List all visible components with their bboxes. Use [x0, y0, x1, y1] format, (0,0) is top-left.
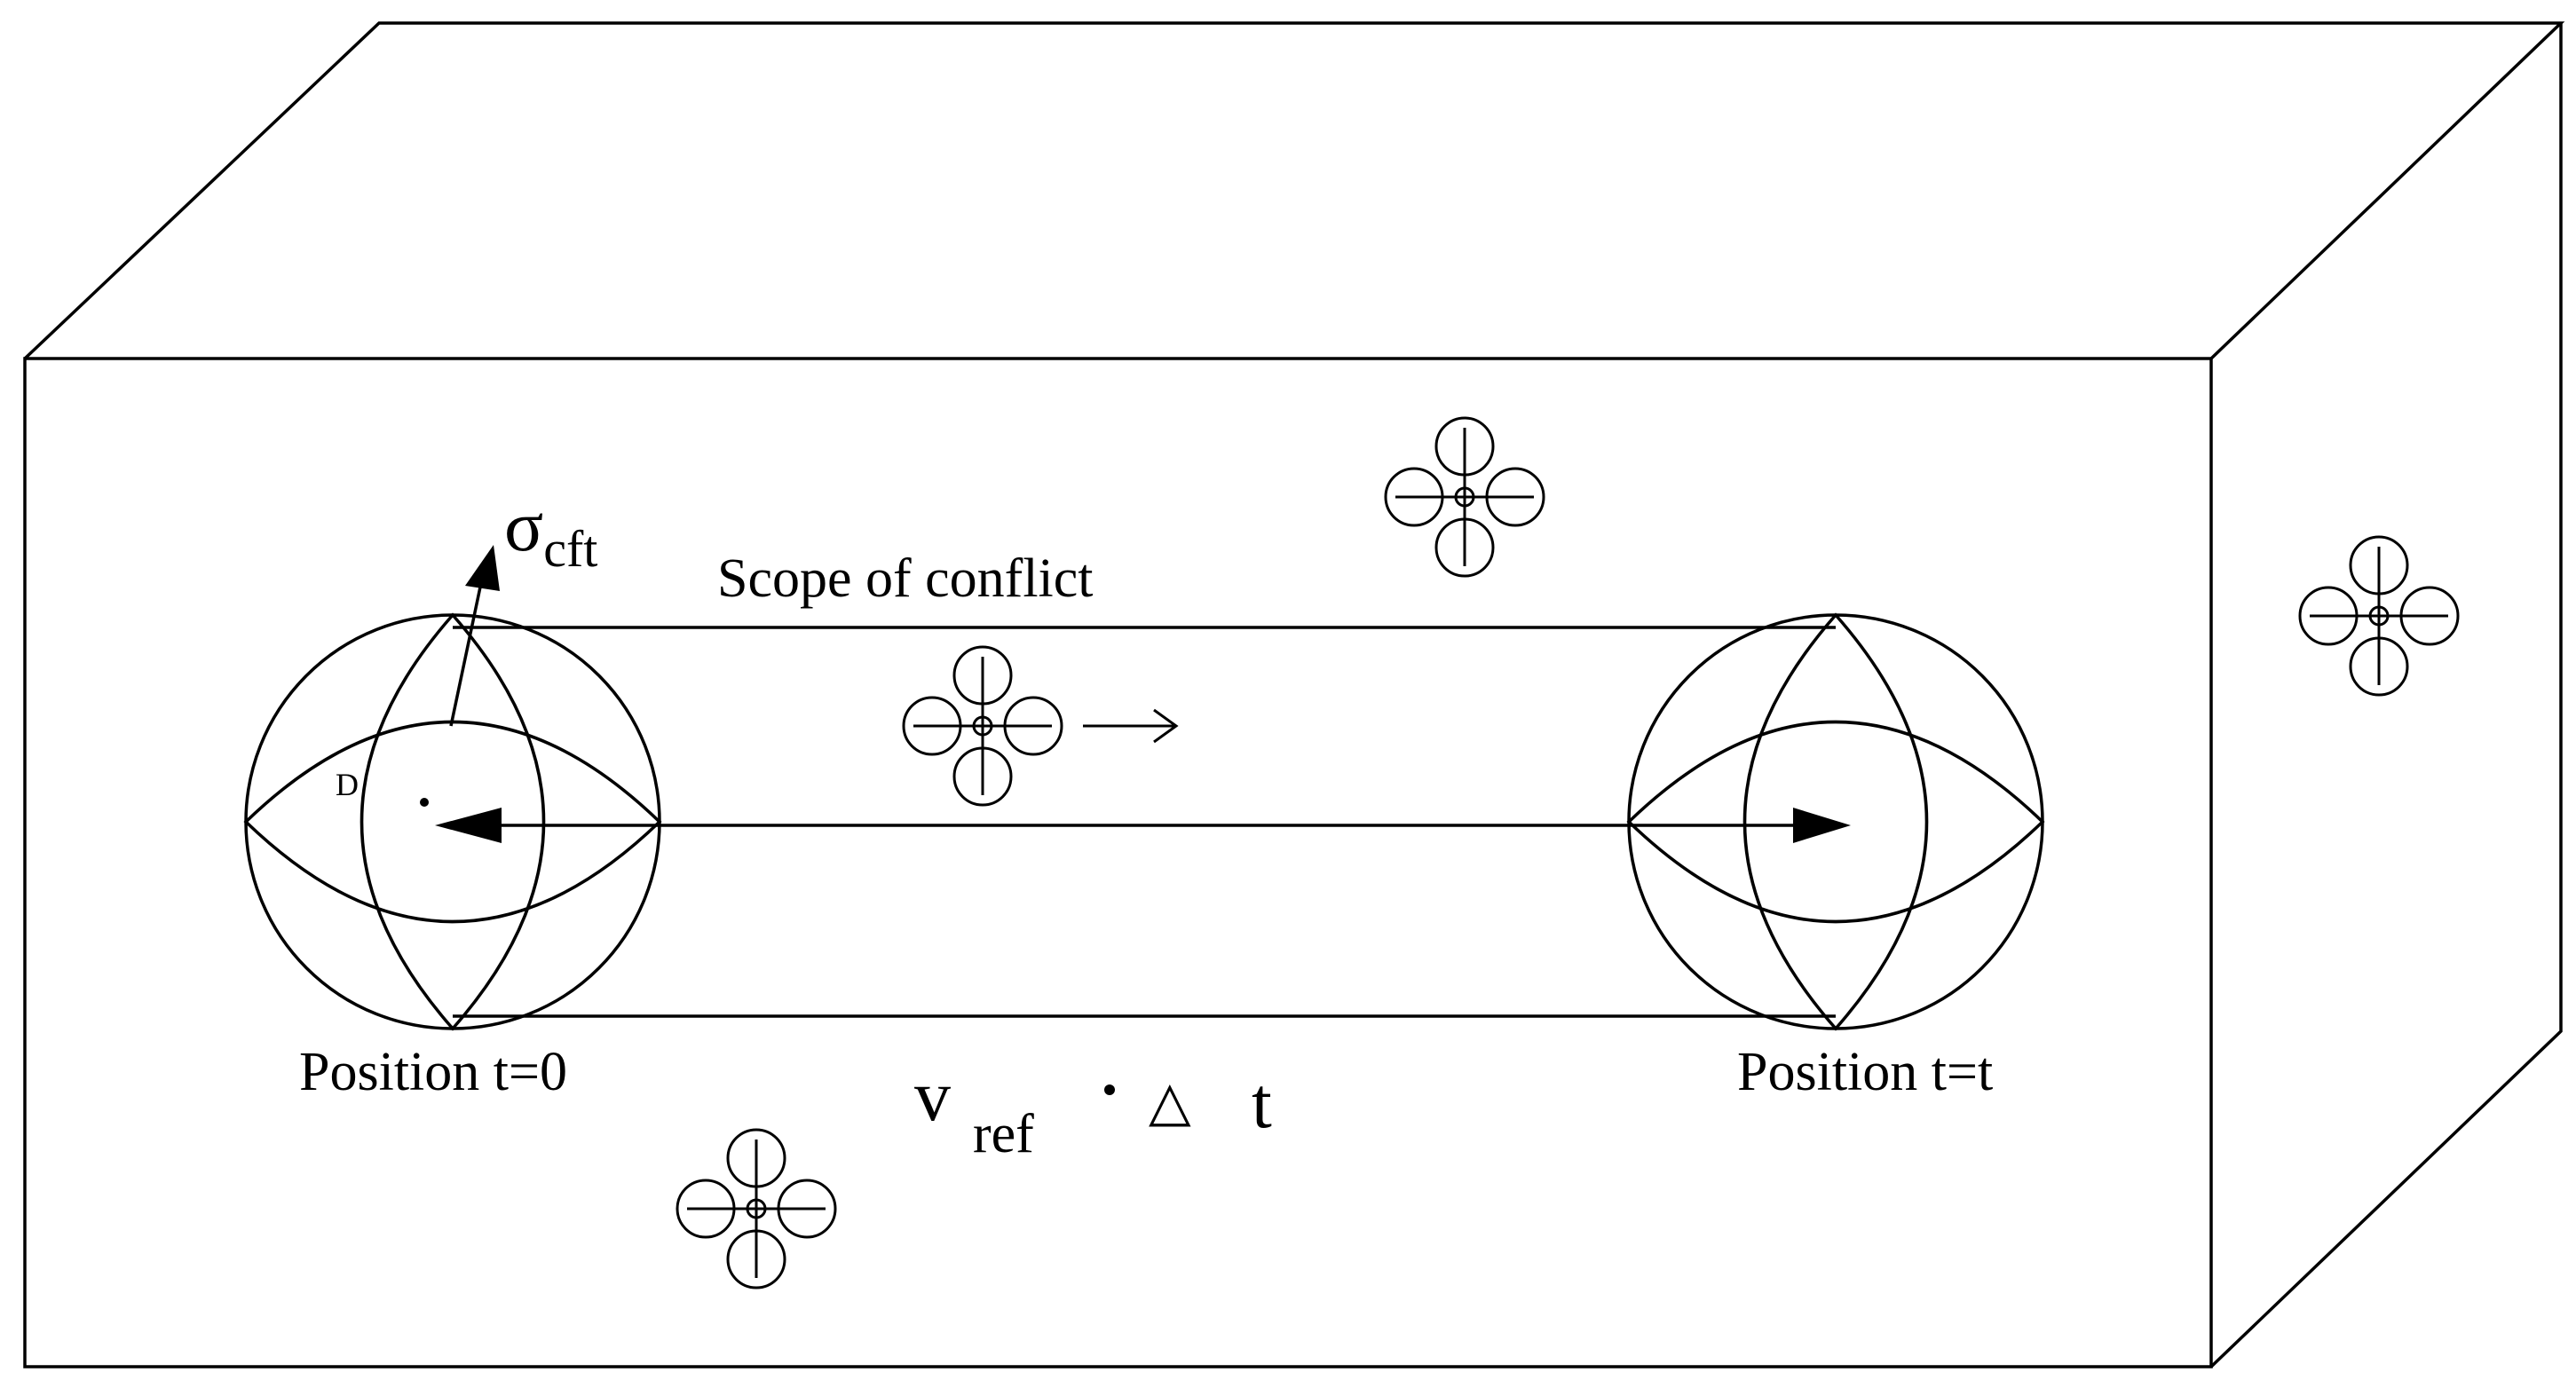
velocity-subscript: ref — [973, 1104, 1034, 1164]
quadcopter-drone-icon — [902, 645, 1063, 807]
d-marker-label: D — [336, 767, 359, 802]
quadcopter-drone-icon — [676, 1128, 837, 1289]
motion-arrow-icon — [1083, 708, 1179, 744]
arrow-icon — [465, 545, 500, 591]
3d-box-icon — [23, 21, 2565, 1368]
displacement-formula: v ref △ t — [914, 1055, 1272, 1164]
sigma-radius-arrow — [449, 545, 500, 727]
displacement-arrow — [435, 808, 1851, 843]
position-end-label: Position t=t — [1737, 1042, 1993, 1102]
position-start-label: Position t=0 — [299, 1042, 567, 1102]
center-point — [420, 798, 429, 807]
delta-symbol: △ — [1149, 1072, 1191, 1132]
quadcopter-drone-icon — [1384, 416, 1545, 578]
dot-operator — [1104, 1084, 1115, 1095]
velocity-symbol: v — [914, 1055, 951, 1136]
sigma-label: σcft — [504, 485, 597, 578]
time-symbol: t — [1252, 1062, 1272, 1143]
right-arrowhead-icon — [1793, 808, 1851, 843]
scope-of-conflict-region — [453, 626, 1836, 1018]
left-arrowhead-icon — [435, 808, 502, 843]
quadcopter-drone-icon — [2298, 535, 2460, 697]
scope-of-conflict-label: Scope of conflict — [717, 548, 1094, 609]
